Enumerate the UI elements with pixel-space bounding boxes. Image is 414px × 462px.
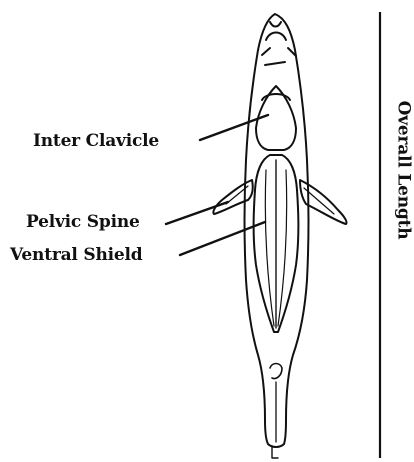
tail-detail [270, 364, 282, 379]
fish-outline [213, 14, 346, 458]
pelvic-spine-left [213, 180, 252, 214]
overall-length-label: Overall Length [395, 101, 412, 240]
shield-ridge-left [265, 170, 274, 326]
inter-clavicle-label: Inter Clavicle [33, 133, 159, 150]
inter-clavicle-leader [200, 115, 268, 140]
shield-ridge-right [278, 170, 287, 326]
head-detail [266, 33, 286, 41]
mouth-detail [270, 22, 281, 27]
pelvic-spine-right [300, 180, 347, 224]
pelvic-spine-label: Pelvic Spine [26, 214, 140, 231]
head-texture [262, 48, 296, 65]
ventral-shield-leader [180, 222, 265, 255]
ventral-shield-label: Ventral Shield [10, 247, 142, 264]
